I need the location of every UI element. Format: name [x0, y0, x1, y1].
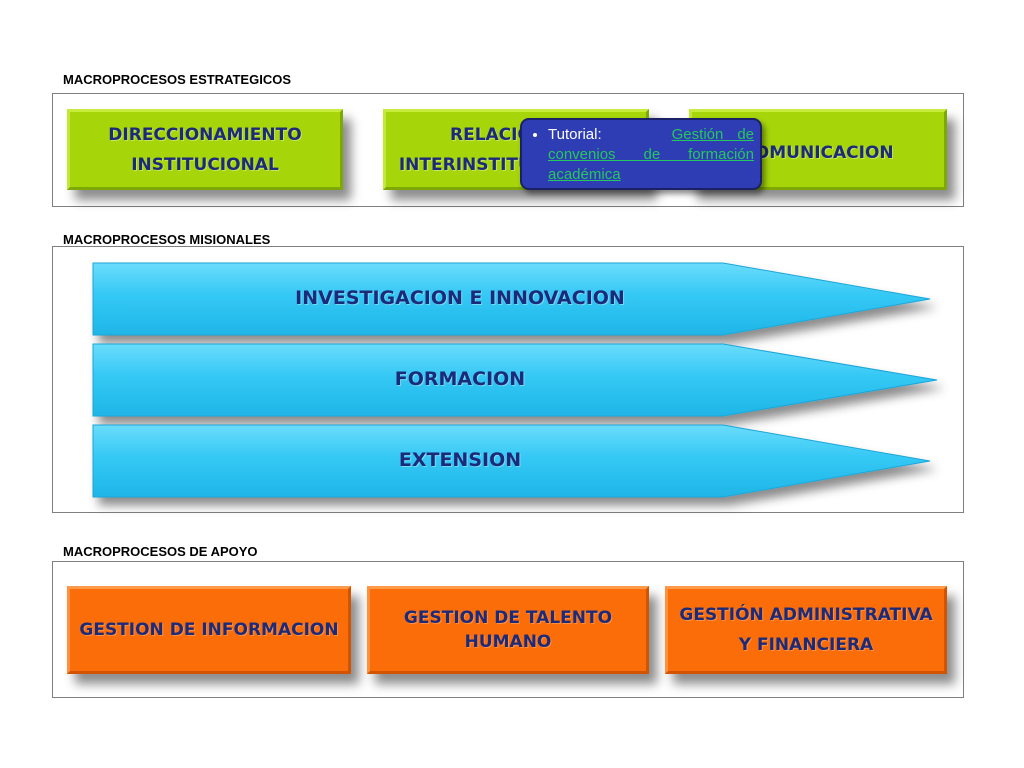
investigacion-label: INVESTIGACION E INNOVACION [295, 287, 625, 309]
gestion-talento-line2: HUMANO [464, 632, 552, 652]
strategic-section-label: MACROPROCESOS ESTRATEGICOS [63, 72, 292, 87]
direccionamiento-box[interactable]: DIRECCIONAMIENTO INSTITUCIONAL [67, 109, 343, 190]
gestion-informacion-line1: GESTION DE INFORMACION [79, 620, 339, 640]
missional-section-label: MACROPROCESOS MISIONALES [63, 232, 271, 247]
tutorial-item: Tutorial: Gestión de convenios de formac… [548, 125, 754, 185]
gestion-informacion-box[interactable]: GESTION DE INFORMACION [67, 586, 351, 674]
extension-label: EXTENSION [398, 449, 522, 471]
extension-arrow[interactable] [92, 424, 931, 498]
gestion-talento-box[interactable]: GESTION DE TALENTO HUMANO [367, 586, 649, 674]
tutorial-link[interactable]: Gestión de convenios de formación académ… [548, 126, 755, 183]
investigacion-arrow[interactable] [92, 262, 931, 336]
support-section-label: MACROPROCESOS DE APOYO [63, 544, 258, 559]
direccionamiento-line1: DIRECCIONAMIENTO [108, 124, 302, 145]
formacion-arrow[interactable] [92, 343, 938, 417]
comunicacion-line1: COMUNICACION [742, 143, 894, 163]
gestion-administrativa-box[interactable]: GESTIÓN ADMINISTRATIVA Y FINANCIERA [665, 586, 947, 674]
gestion-administrativa-line1: GESTIÓN ADMINISTRATIVA [679, 605, 933, 625]
formacion-label: FORMACION [394, 368, 526, 390]
gestion-administrativa-line2: Y FINANCIERA [738, 635, 874, 655]
gestion-talento-line1: GESTION DE TALENTO [403, 608, 613, 628]
tutorial-prefix: Tutorial: [548, 126, 602, 143]
tutorial-tooltip: Tutorial: Gestión de convenios de formac… [520, 118, 762, 190]
direccionamiento-line2: INSTITUCIONAL [131, 154, 279, 175]
